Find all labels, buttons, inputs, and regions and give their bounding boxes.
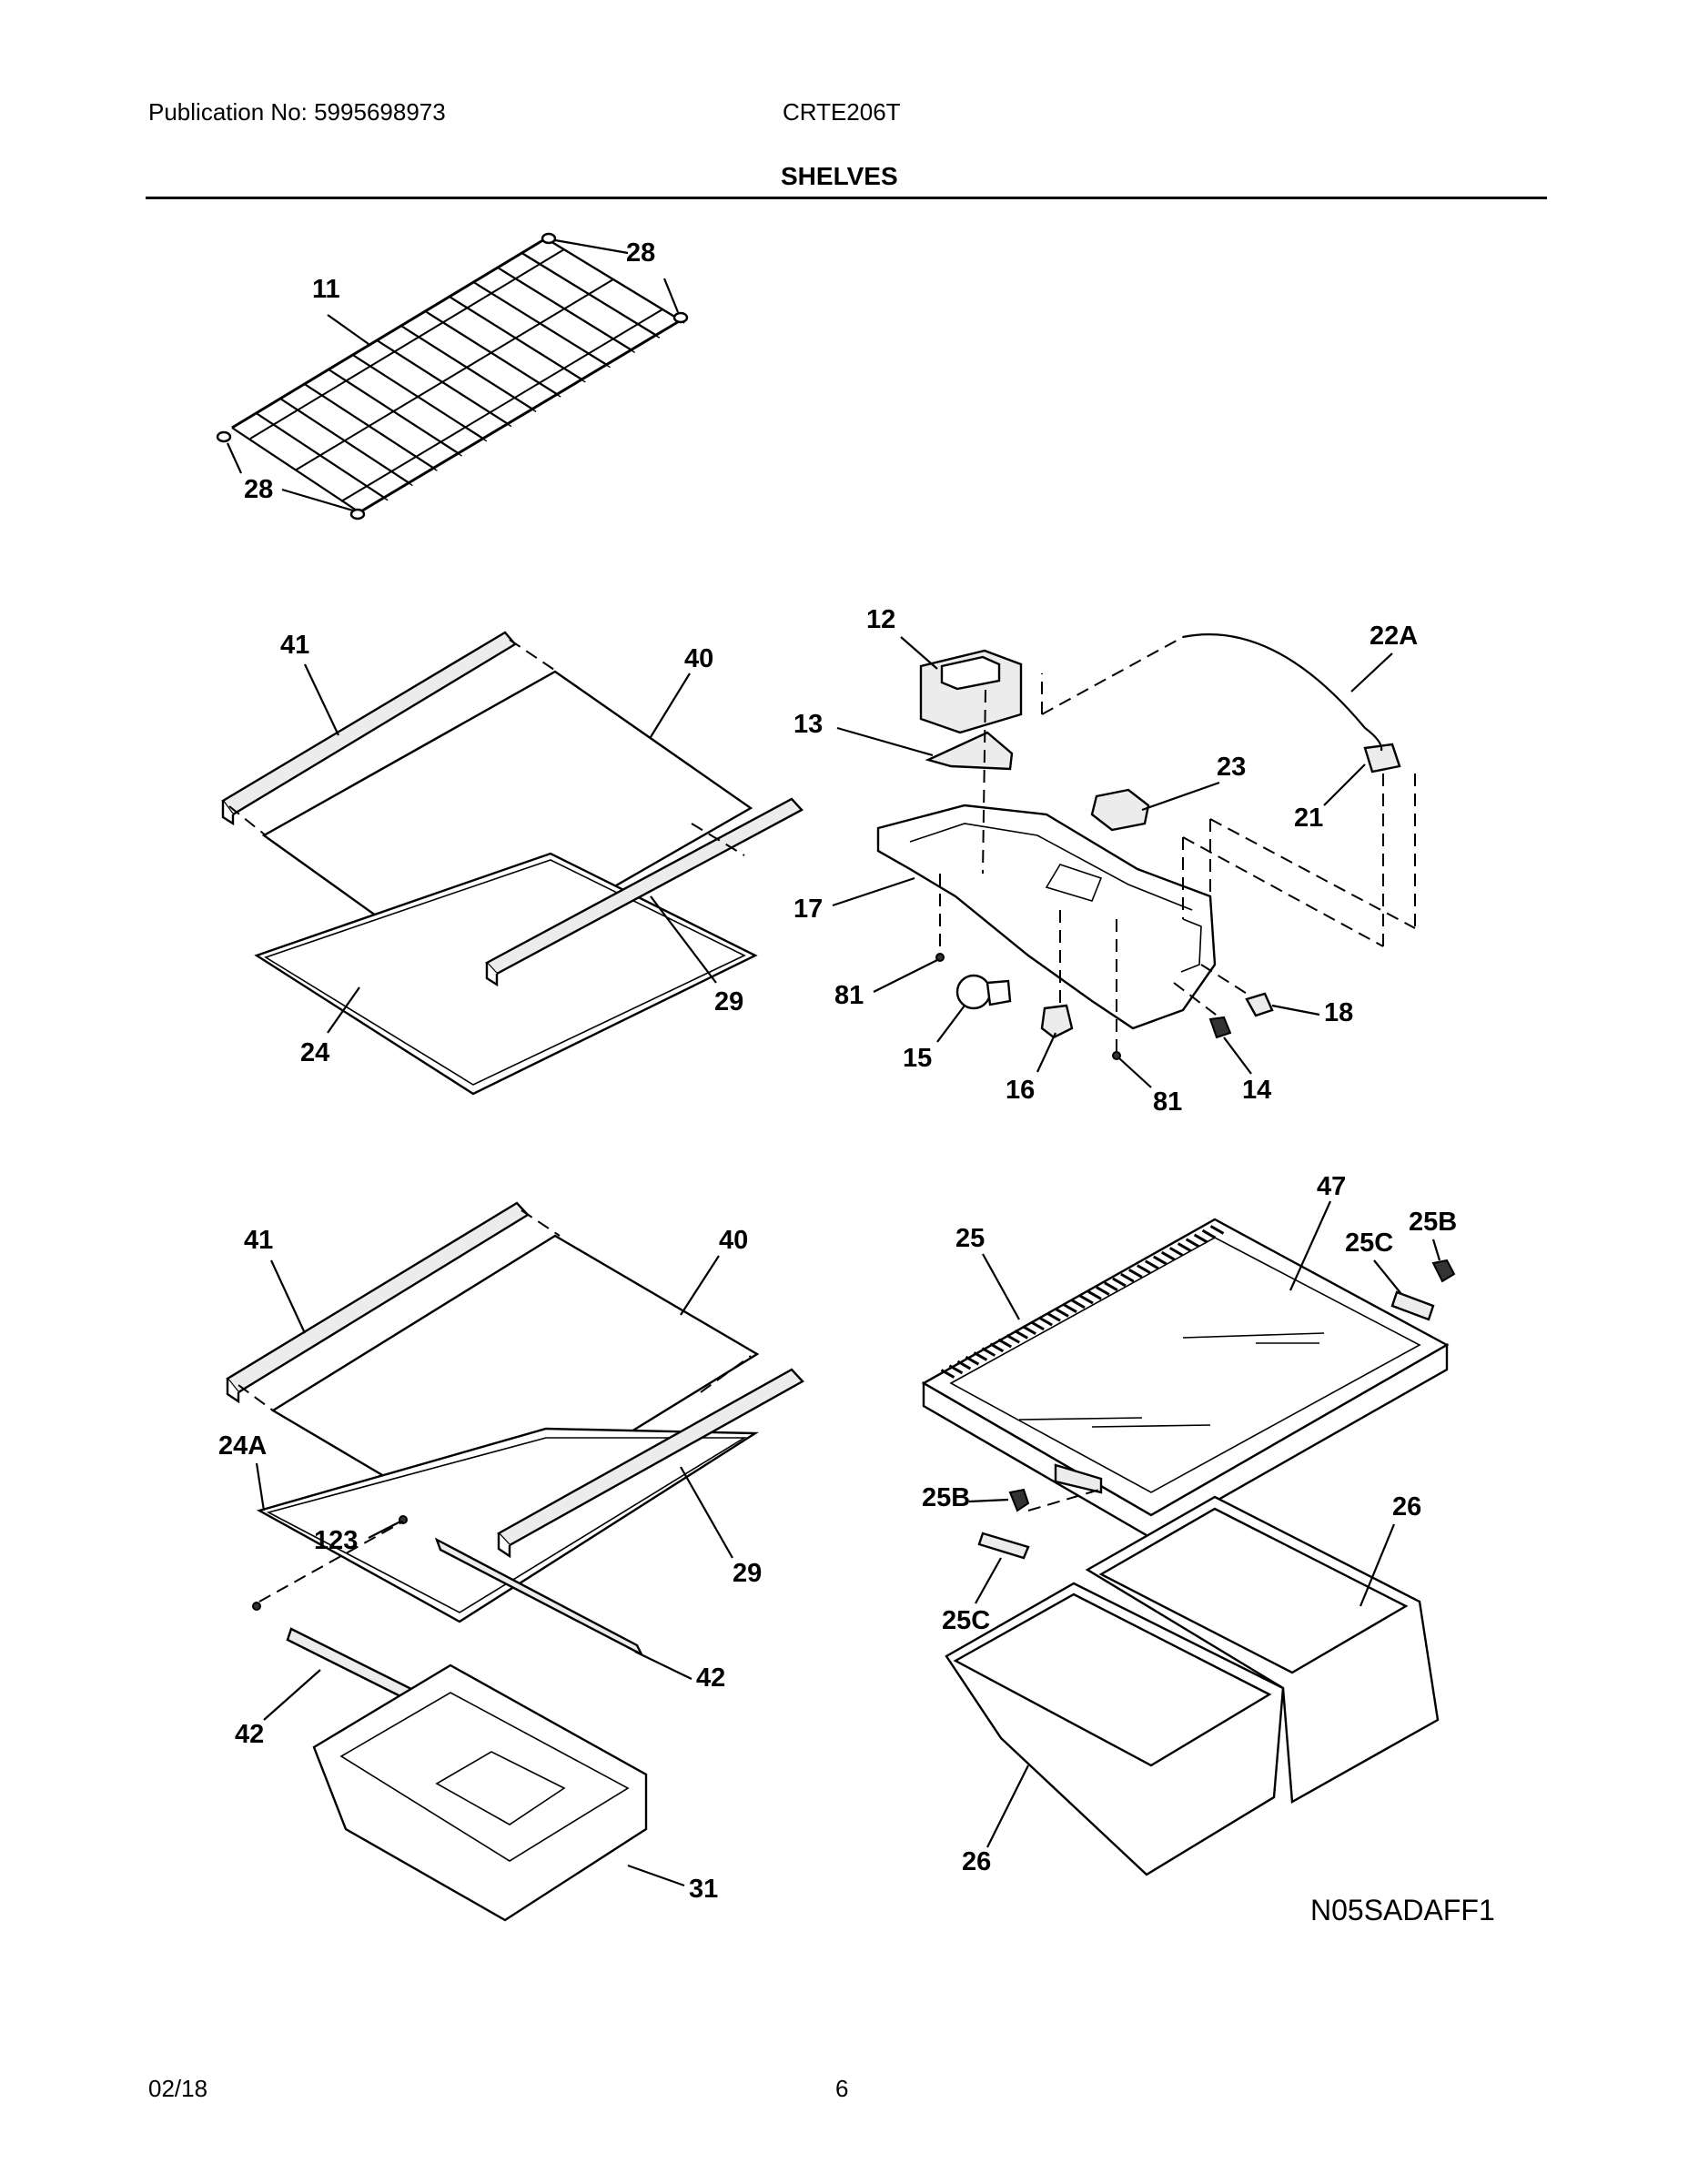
publication-number: Publication No: 5995698973 — [148, 98, 446, 126]
callout-12: 12 — [866, 605, 895, 634]
vent-slot — [981, 1347, 996, 1357]
diagram-code: N05SADAFF1 — [1310, 1894, 1495, 1926]
vent-slot — [1038, 1316, 1053, 1327]
callout-25c: 25C — [1345, 1228, 1393, 1258]
shelf-wire — [249, 248, 565, 440]
callout-47: 47 — [1317, 1172, 1346, 1201]
callout-24a: 24A — [218, 1431, 267, 1461]
glass-shelf-assembly-lower — [226, 1201, 804, 1922]
vent-slot — [1079, 1294, 1094, 1305]
vent-slot — [1030, 1320, 1045, 1331]
vent-slot — [1055, 1308, 1069, 1318]
callout-42: 42 — [235, 1720, 264, 1749]
vent-slot — [948, 1364, 964, 1375]
callout-29: 29 — [733, 1559, 762, 1588]
footer-page-number: 6 — [835, 2075, 849, 2102]
vent-slot — [1112, 1277, 1127, 1288]
vent-slot — [1160, 1250, 1176, 1261]
vent-slot — [1201, 1228, 1217, 1239]
vent-slot — [1209, 1225, 1225, 1235]
callout-81: 81 — [1153, 1087, 1182, 1117]
section-title: SHELVES — [781, 162, 898, 190]
vent-slot — [1185, 1238, 1200, 1249]
vent-slot — [1152, 1255, 1167, 1266]
vent-slot — [1128, 1269, 1143, 1279]
vent-slot — [1014, 1330, 1028, 1340]
light-housing-assembly — [876, 633, 1416, 1060]
header-divider — [146, 197, 1547, 199]
callout-123: 123 — [314, 1526, 358, 1555]
vent-slot — [1096, 1286, 1110, 1296]
shelf-wire — [340, 308, 663, 502]
glass-shelf-assembly-upper — [221, 631, 804, 1096]
callout-18: 18 — [1324, 998, 1353, 1027]
callout-31: 31 — [689, 1875, 718, 1904]
callout-14: 14 — [1242, 1076, 1271, 1105]
vent-slot — [1177, 1242, 1192, 1252]
callout-41: 41 — [280, 631, 309, 660]
callout-26: 26 — [962, 1847, 991, 1876]
callout-26: 26 — [1392, 1492, 1421, 1522]
callout-13: 13 — [793, 710, 823, 739]
vent-slot — [1168, 1247, 1184, 1257]
vent-slot — [965, 1355, 980, 1366]
vent-slot — [1120, 1272, 1135, 1283]
shelf-wire — [231, 237, 547, 430]
callout-25c: 25C — [942, 1606, 990, 1635]
vent-slot — [989, 1342, 1005, 1353]
callout-11: 11 — [312, 275, 340, 304]
vent-slot — [1104, 1281, 1118, 1292]
callout-28: 28 — [626, 238, 655, 268]
callout-labels: 11 28 28 41 40 29 24 12 13 22A 23 21 17 … — [218, 238, 1457, 1904]
footer-date: 02/18 — [148, 2075, 208, 2102]
callout-29: 29 — [714, 987, 743, 1016]
callout-42: 42 — [696, 1663, 725, 1693]
callout-25b: 25B — [922, 1483, 970, 1512]
crisper-assembly — [921, 1218, 1456, 1876]
wire-shelf — [216, 232, 689, 521]
callout-40: 40 — [684, 644, 713, 673]
vent-slot — [1046, 1311, 1061, 1322]
vent-slot — [1063, 1303, 1077, 1313]
callout-21: 21 — [1294, 804, 1323, 833]
shelf-end-cap — [216, 232, 689, 521]
vent-slot — [973, 1351, 988, 1361]
vent-slot — [1193, 1233, 1208, 1244]
callout-24: 24 — [300, 1038, 329, 1067]
callout-22a: 22A — [1370, 622, 1418, 651]
callout-40: 40 — [719, 1226, 748, 1255]
callout-28: 28 — [244, 475, 273, 504]
shelf-wire — [359, 318, 682, 514]
vent-slot — [1071, 1299, 1086, 1309]
vent-slot — [1145, 1259, 1159, 1270]
vent-slot — [1137, 1264, 1151, 1274]
callout-25b: 25B — [1409, 1208, 1457, 1237]
vent-slot — [1006, 1333, 1020, 1344]
callout-15: 15 — [903, 1044, 932, 1073]
vent-slot — [997, 1338, 1013, 1349]
vent-slot — [1022, 1325, 1036, 1335]
vent-slot — [940, 1369, 955, 1379]
callout-81: 81 — [834, 981, 864, 1010]
callout-16: 16 — [1006, 1076, 1035, 1105]
vent-slot — [1087, 1290, 1102, 1300]
vent-slot — [956, 1360, 972, 1370]
callout-23: 23 — [1217, 753, 1246, 782]
callout-25: 25 — [955, 1224, 985, 1253]
callout-17: 17 — [793, 895, 823, 924]
shelf-wire — [295, 278, 614, 471]
callout-41: 41 — [244, 1226, 273, 1255]
model-number: CRTE206T — [783, 98, 901, 126]
